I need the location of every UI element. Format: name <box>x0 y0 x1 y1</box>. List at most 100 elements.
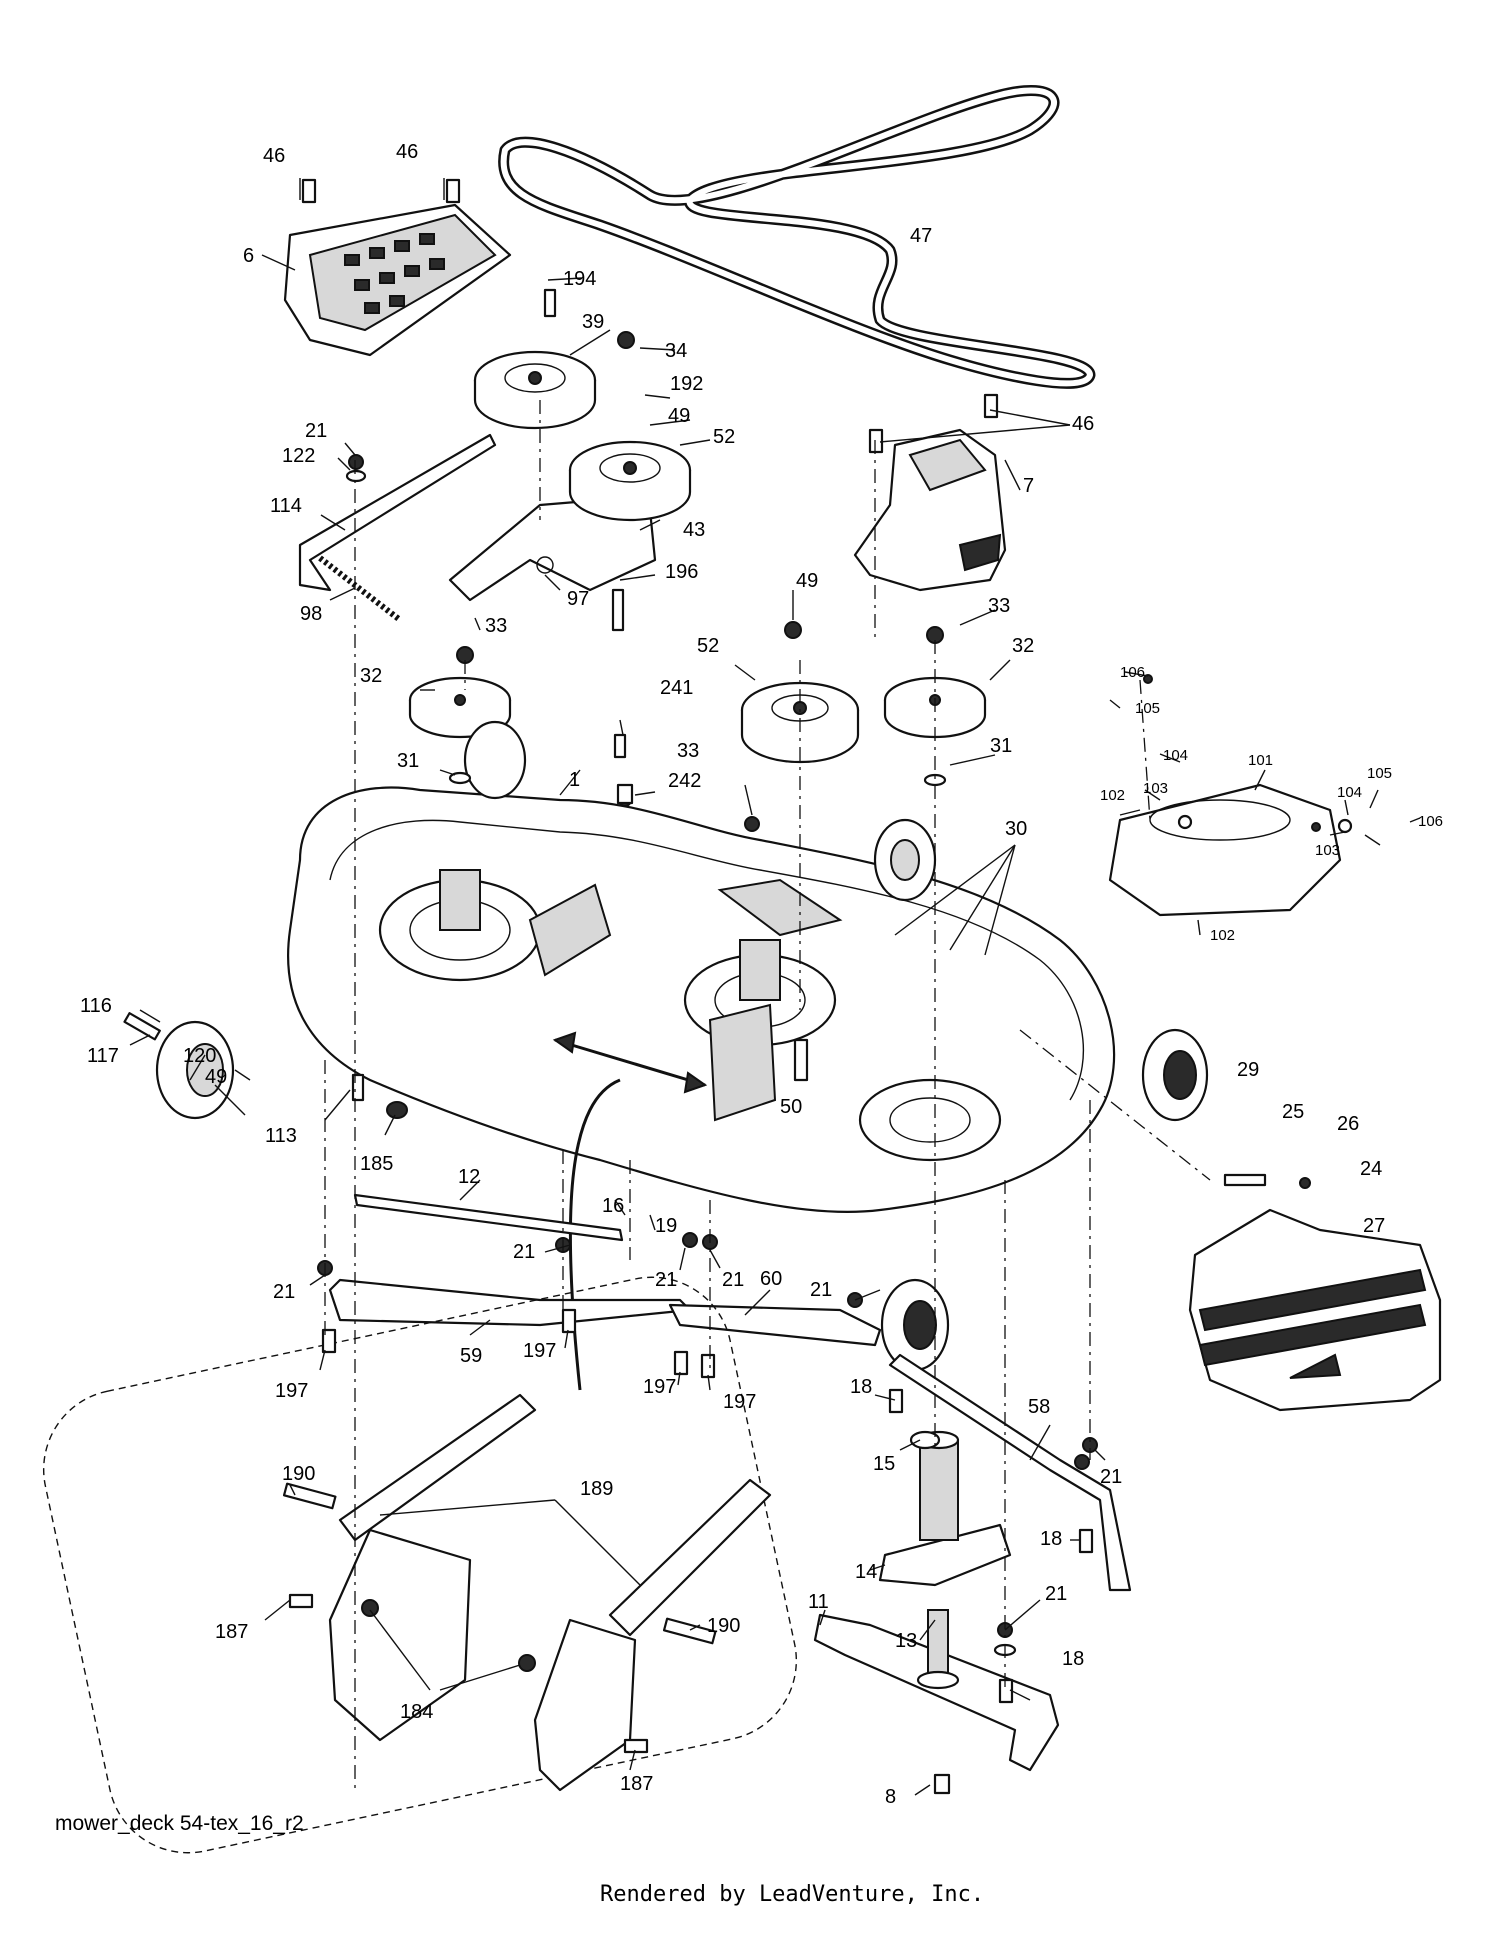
callout-21d: 21 <box>655 1269 677 1291</box>
callout-7: 7 <box>1023 475 1034 497</box>
callout-46b: 46 <box>396 141 418 163</box>
callout-101: 101 <box>1248 752 1273 769</box>
callout-30: 30 <box>1005 818 1027 840</box>
callout-60: 60 <box>760 1268 782 1290</box>
bracket-arm-189-left <box>338 1393 537 1542</box>
callout-33b: 33 <box>677 740 699 762</box>
callout-197b: 197 <box>523 1340 556 1362</box>
callout-52a: 52 <box>713 426 735 448</box>
callout-39: 39 <box>582 311 604 333</box>
leader-lines <box>129 178 1421 1796</box>
front-hanger-60 <box>668 1303 882 1347</box>
callout-105a: 105 <box>1135 700 1160 717</box>
callout-98: 98 <box>300 603 322 625</box>
callout-58: 58 <box>1028 1396 1050 1418</box>
callout-21e: 21 <box>722 1269 744 1291</box>
gauge-wheel-rear-top <box>873 818 937 902</box>
bracket-plate-right <box>533 1618 637 1792</box>
idler-pulley-52-top <box>568 440 692 522</box>
render-credit: Rendered by LeadVenture, Inc. <box>600 1882 985 1907</box>
callout-6: 6 <box>243 245 254 267</box>
callout-106a: 106 <box>1120 664 1145 681</box>
callout-103b: 103 <box>1315 842 1340 859</box>
drive-belt <box>498 85 1096 389</box>
callout-16: 16 <box>602 1195 624 1217</box>
callout-29: 29 <box>1237 1059 1259 1081</box>
callout-31b: 31 <box>990 735 1012 757</box>
callout-43: 43 <box>683 519 705 541</box>
belt-cover-left <box>283 203 512 357</box>
deck-housing <box>287 786 1116 1214</box>
callout-21f: 21 <box>810 1279 832 1301</box>
callout-18a: 18 <box>850 1376 872 1398</box>
drawing-id: mower_deck 54-tex_16_r2 <box>55 1812 304 1835</box>
callout-120: 120 <box>183 1045 216 1067</box>
idler-bracket <box>448 498 657 602</box>
callout-52b: 52 <box>697 635 719 657</box>
callout-59: 59 <box>460 1345 482 1367</box>
callout-189: 189 <box>580 1478 613 1500</box>
gauge-wheel-left-rear <box>155 1020 235 1120</box>
callout-34: 34 <box>665 340 687 362</box>
callout-1: 1 <box>569 769 580 791</box>
gauge-wheel-front <box>880 1278 950 1372</box>
cutting-blade <box>813 1613 1060 1772</box>
callout-50: 50 <box>780 1096 802 1118</box>
callout-242: 242 <box>668 770 701 792</box>
callout-104b: 104 <box>1337 784 1362 801</box>
callout-47: 47 <box>910 225 932 247</box>
mulch-cover <box>1108 783 1342 917</box>
callout-113: 113 <box>265 1125 297 1147</box>
callout-192: 192 <box>670 373 703 395</box>
callout-13: 13 <box>895 1630 917 1652</box>
lift-link-12 <box>353 1193 624 1242</box>
callout-15: 15 <box>873 1453 895 1475</box>
spindle-housing <box>878 1430 1012 1587</box>
callout-105b: 105 <box>1367 765 1392 782</box>
callout-27: 27 <box>1363 1215 1385 1237</box>
callout-11: 11 <box>808 1591 829 1613</box>
callout-49c: 49 <box>205 1066 227 1088</box>
callout-21g: 21 <box>1100 1466 1122 1488</box>
callout-190a: 190 <box>282 1463 315 1485</box>
callout-labels: 1 6 7 8 11 12 13 14 15 16 18 18 18 19 21… <box>80 141 1443 1808</box>
callout-197d: 197 <box>723 1391 756 1413</box>
gauge-wheel-left-top <box>463 720 527 800</box>
callout-46a: 46 <box>263 145 285 167</box>
callout-97: 97 <box>567 588 589 610</box>
callout-104a: 104 <box>1163 747 1188 764</box>
front-hanger-59 <box>328 1278 692 1327</box>
side-hanger-58 <box>888 1353 1132 1592</box>
callout-190b: 190 <box>707 1615 740 1637</box>
callout-117: 117 <box>87 1045 119 1067</box>
callout-21a: 21 <box>305 420 327 442</box>
bracket-plate-left <box>328 1528 472 1742</box>
callout-187a: 187 <box>215 1621 248 1643</box>
callout-33c: 33 <box>988 595 1010 617</box>
idler-pulley-39 <box>473 350 597 430</box>
hardware <box>123 178 1353 1795</box>
callout-25: 25 <box>1282 1101 1304 1123</box>
callout-26: 26 <box>1337 1113 1359 1135</box>
gauge-wheel-right <box>1141 1028 1209 1122</box>
callout-106b: 106 <box>1418 813 1443 830</box>
callout-197a: 197 <box>275 1380 308 1402</box>
callout-21c: 21 <box>513 1241 535 1263</box>
callout-21b: 21 <box>273 1281 295 1303</box>
callout-184: 184 <box>400 1701 433 1723</box>
callout-187b: 187 <box>620 1773 653 1795</box>
idler-arm-114 <box>298 433 497 623</box>
callout-14: 14 <box>855 1561 877 1583</box>
callout-8: 8 <box>885 1786 896 1808</box>
bracket-arm-189-right <box>608 1478 772 1637</box>
callout-103a: 103 <box>1143 780 1168 797</box>
callout-18b: 18 <box>1040 1528 1062 1550</box>
belt-cover-right <box>853 428 1007 592</box>
callout-33a: 33 <box>485 615 507 637</box>
callout-31a: 31 <box>397 750 419 772</box>
callout-49b: 49 <box>796 570 818 592</box>
callout-24: 24 <box>1360 1158 1382 1180</box>
callout-46c: 46 <box>1072 413 1094 435</box>
callout-21h: 21 <box>1045 1583 1067 1605</box>
